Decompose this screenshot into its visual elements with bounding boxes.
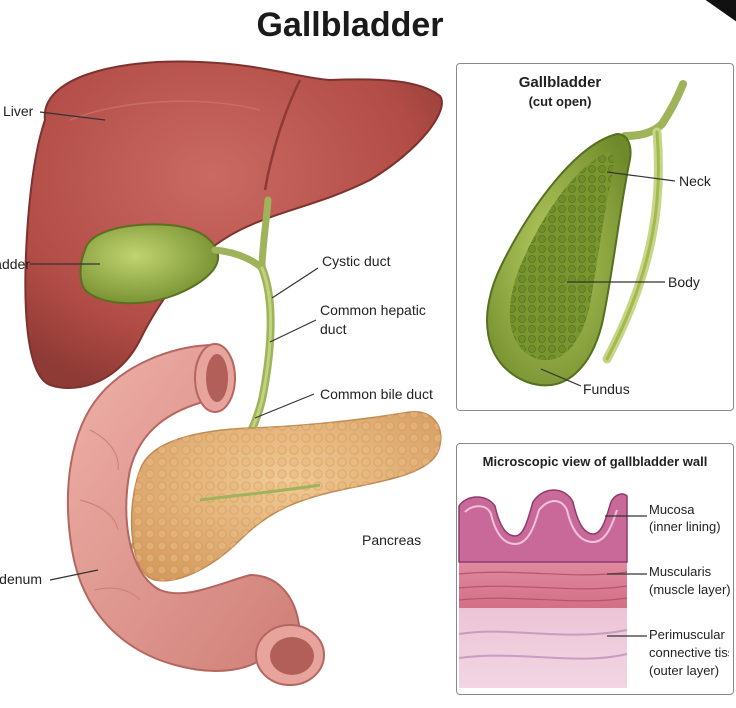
label-common-hepatic-duct-2: duct (320, 321, 347, 337)
label-pancreas: Pancreas (362, 532, 422, 548)
micro-label-perimuscular-desc-2: (outer layer) (649, 663, 720, 678)
common-hepatic-duct (258, 196, 272, 272)
micro-label-muscularis: Muscularis (649, 564, 712, 579)
connective-layer (459, 604, 627, 688)
cystic-duct (211, 246, 266, 272)
cutaway-subtitle: (cut open) (528, 94, 592, 109)
muscle-layer (459, 562, 627, 608)
label-common-bile-duct: Common bile duct (320, 386, 433, 402)
micro-label-mucosa: Mucosa (649, 502, 695, 517)
microscopic-panel: Microscopic view of gallbladder wall (456, 443, 734, 695)
cutaway-illustration (486, 80, 687, 387)
micro-label-muscularis-desc: (muscle layer) (649, 582, 731, 597)
gallbladder-shape (79, 223, 220, 305)
cutaway-duct (621, 80, 687, 140)
label-liver: Liver (3, 103, 34, 119)
cutaway-label-neck: Neck (679, 173, 711, 189)
mucosa-layer (458, 489, 628, 563)
label-cystic-duct: Cystic duct (322, 253, 391, 269)
label-common-hepatic-duct-1: Common hepatic (320, 302, 426, 318)
cutaway-panel: Gallbladder (cut open) (456, 63, 734, 411)
micro-label-perimuscular: Perimuscular (649, 627, 725, 642)
label-duodenum: Duodenum (0, 571, 42, 587)
cutaway-title: Gallbladder (518, 74, 602, 91)
liver-shape (24, 60, 443, 389)
cutaway-label-body: Body (668, 274, 700, 290)
label-gallbladder: Gallbladder (0, 256, 30, 272)
cutaway-label-fundus: Fundus (583, 381, 630, 397)
micro-label-perimuscular-desc-1: connective tissue (649, 645, 729, 660)
micro-label-mucosa-desc: (inner lining) (649, 519, 721, 534)
page-title: Gallbladder (256, 6, 444, 44)
microscopic-title: Microscopic view of gallbladder wall (482, 454, 708, 469)
microscopic-illustration (458, 489, 647, 688)
